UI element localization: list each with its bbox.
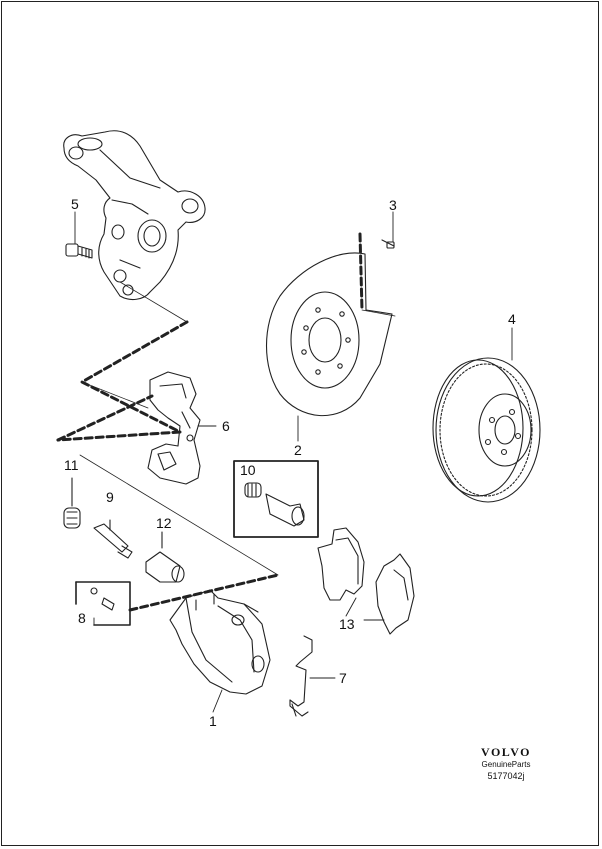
brake-disc [432,357,541,503]
bushing-11 [63,477,81,529]
guide-pin-9 [93,519,133,559]
callout-4: 4 [508,311,516,327]
caliper-carrier [147,371,201,485]
guide-bushing-10 [244,482,305,527]
callout-6: 6 [222,418,230,434]
assembly-dash-lines [56,232,364,612]
callout-3: 3 [389,197,397,213]
callout-1: 1 [209,713,217,729]
item-8-box [75,581,131,626]
callout-11: 11 [64,457,79,473]
callout-10: 10 [240,462,256,478]
brake-caliper [169,589,271,695]
callout-9: 9 [106,489,114,505]
sleeve-12 [145,531,185,583]
callout-13: 13 [339,616,355,632]
bleed-screw-8 [90,587,115,611]
brand-subtitle: GenuineParts [481,760,531,769]
assembly-thin-lines [79,281,396,576]
steering-knuckle [63,130,206,301]
callout-2: 2 [294,442,302,458]
screw-3 [381,239,395,249]
item-10-box [233,460,319,538]
callout-12: 12 [156,515,172,531]
retaining-spring-7 [289,635,313,717]
callout-8: 8 [78,610,86,626]
callout-7: 7 [339,670,347,686]
brake-pads [317,527,415,635]
brake-backing-plate [266,252,393,417]
diagram-code: 5177042j [487,771,525,781]
callout-5: 5 [71,196,79,212]
leader-lines [74,211,513,713]
bolt-5 [65,243,93,259]
brand-logo-text: VOLVO [481,745,531,759]
